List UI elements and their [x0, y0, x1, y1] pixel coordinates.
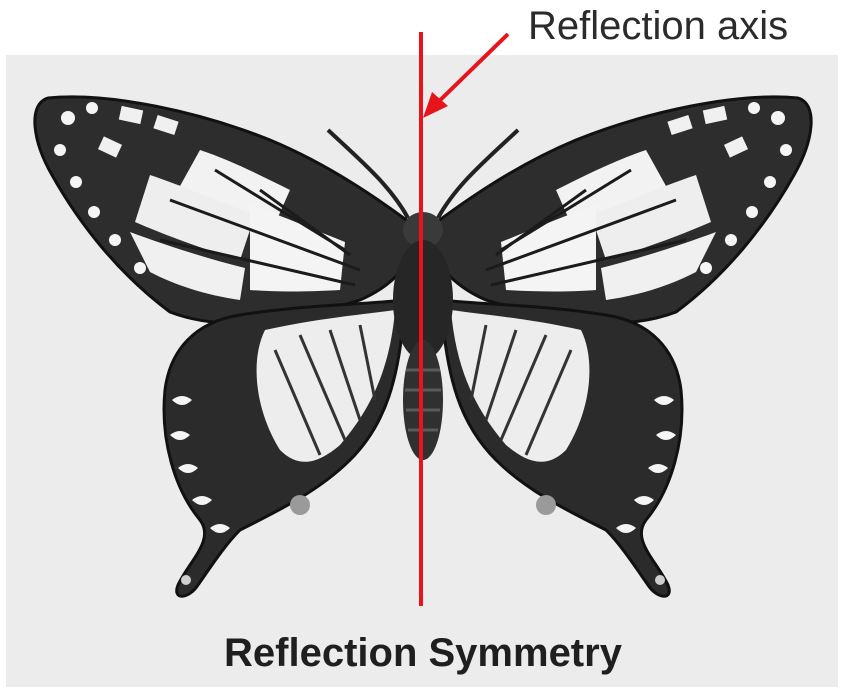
figure-caption: Reflection Symmetry: [0, 628, 846, 678]
axis-pointer-arrow: [423, 34, 508, 118]
left-wings: [35, 97, 420, 596]
axis-label: Reflection axis: [528, 2, 788, 50]
right-wings: [426, 97, 811, 596]
